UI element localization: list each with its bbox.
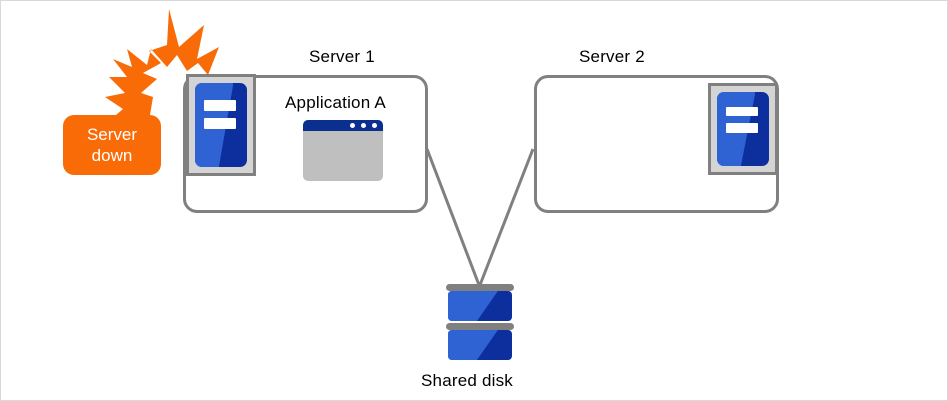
status-badge-line1: Server bbox=[86, 125, 138, 144]
shared-disk-label: Shared disk bbox=[421, 371, 513, 390]
connector-server2-to-disk bbox=[478, 148, 535, 286]
application-label-a: Application A bbox=[285, 93, 386, 112]
shared-disk-icon bbox=[446, 284, 514, 362]
disk-platter-1 bbox=[448, 291, 512, 321]
server2-machine-icon bbox=[708, 83, 778, 175]
node-label-server1: Server 1 bbox=[309, 47, 375, 66]
application-window-icon bbox=[303, 120, 383, 181]
window-dot-2 bbox=[361, 123, 366, 128]
window-dot-1 bbox=[350, 123, 355, 128]
status-badge-line2: down bbox=[91, 146, 133, 165]
server1-machine-icon bbox=[186, 74, 256, 176]
window-dot-3 bbox=[372, 123, 377, 128]
application-window-titlebar bbox=[303, 120, 383, 131]
disk-bar-2 bbox=[446, 323, 514, 330]
status-badge-server-down: Server down bbox=[63, 115, 161, 175]
disk-platter-2 bbox=[448, 330, 512, 360]
node-label-server2: Server 2 bbox=[579, 47, 645, 66]
connector-server1-to-disk bbox=[425, 148, 481, 286]
disk-bar-1 bbox=[446, 284, 514, 291]
